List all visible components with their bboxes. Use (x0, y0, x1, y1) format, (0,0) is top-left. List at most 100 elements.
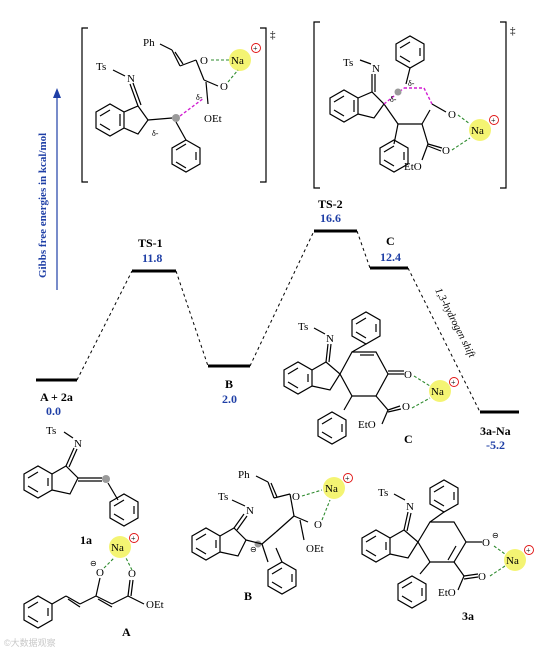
a-compound-label: A (122, 625, 131, 639)
ts2-eto-label: EtO (404, 161, 422, 173)
level-name-ts2: TS-2 (318, 197, 343, 211)
1a-compound-label: 1a (80, 533, 92, 547)
ts2-structure: ‡ N Ts δ- δ- O O EtO Na + (313, 21, 516, 189)
a-na-label: Na (111, 542, 124, 554)
ts2-delta-minus-a: δ- (408, 79, 415, 88)
a-o-minus: ⊖ (90, 559, 97, 568)
level-value-c: 12.4 (380, 250, 401, 264)
ts2-five-ring (357, 91, 385, 119)
ts2-forming-bond-2 (404, 87, 433, 105)
connector-c-3ana (407, 267, 481, 413)
a-na-coord-2 (125, 557, 133, 571)
level-name-ts1: TS-1 (138, 236, 163, 250)
compound-3a-structure: N Ts O ⊖ O EtO Na + 3a (361, 479, 534, 623)
3a-phenyl-top (429, 479, 459, 513)
y-axis-label: Gibbs free energies in kcal/mol (37, 133, 49, 278)
3a-compound-label: 3a (462, 609, 474, 623)
ts1-forming-bond (179, 97, 205, 117)
level-value-b: 2.0 (222, 392, 237, 406)
ts2-na-coord-2 (451, 137, 471, 151)
connector-a2a-ts1 (76, 270, 133, 381)
ts1-dagger: ‡ (270, 29, 276, 41)
b-five-ring (219, 527, 247, 557)
connector-b-ts2 (249, 230, 315, 367)
ts1-oet-label: OEt (204, 113, 222, 125)
c-o-enolate: O (404, 369, 412, 381)
ts1-na-coord-2 (227, 69, 239, 83)
ts1-phenyl-ring (171, 139, 201, 173)
ts1-o-ketone: O (200, 55, 208, 67)
level-value-3ana: -5.2 (486, 438, 505, 452)
a-na-glow (109, 536, 131, 558)
step-label-hydrogen-shift: 1,3-hydrogen shift (432, 286, 477, 360)
ts2-delta-minus-b: δ- (390, 95, 397, 104)
ts1-bracket-left (81, 27, 88, 183)
b-na-plus: + (345, 474, 350, 483)
1a-ts-label: Ts (46, 425, 56, 437)
b-na-label: Na (325, 483, 338, 495)
ts1-five-ring (123, 105, 149, 135)
level-value-ts2: 16.6 (320, 211, 341, 225)
b-ph-label: Ph (238, 469, 250, 481)
ts1-ph-label: Ph (143, 37, 155, 49)
ts2-o-ester: O (442, 145, 450, 157)
level-value-ts1: 11.8 (142, 251, 162, 265)
a-na-plus: + (131, 534, 136, 543)
level-name-c: C (386, 234, 395, 248)
intermediate-b-structure: N Ts ⊖ Ph O O OEt Na + B (191, 469, 353, 603)
ts1-na-label: Na (231, 55, 244, 67)
c-phenyl-bottom (317, 411, 347, 445)
3a-o-ester: O (478, 571, 486, 583)
watermark-text: ©大数据观察 (4, 637, 56, 648)
c-five-ring (311, 361, 341, 391)
level-name-b: B (225, 377, 233, 391)
compound-a-structure: O ⊖ O OEt Na + A (23, 533, 164, 639)
b-compound-label: B (244, 589, 252, 603)
a-o-ester: O (128, 568, 136, 580)
b-oet-label: OEt (306, 543, 324, 555)
ts2-phenyl-bottom (379, 139, 409, 173)
a-phenyl-ring (23, 595, 53, 629)
compound-1a-structure: N Ts 1a (23, 425, 139, 547)
a-na-coord-1 (103, 557, 115, 569)
c-na-label: Na (431, 386, 444, 398)
level-name-a2a: A + 2a (40, 390, 73, 404)
3a-ts-label: Ts (378, 487, 388, 499)
3a-o-enolate: O (482, 537, 490, 549)
3a-cyclohexene-ring (417, 521, 467, 563)
ts2-na-plus: + (491, 116, 496, 125)
ts1-structure: ‡ N Ts δ- δ- Ph O O OEt Na (81, 27, 276, 183)
c-cyclohexene-ring (339, 351, 389, 397)
ts1-na-glow (229, 49, 251, 71)
c-ts-label: Ts (298, 321, 308, 333)
b-na-coord-2 (321, 499, 331, 521)
level-name-3ana: 3a-Na (480, 424, 511, 438)
connector-ts2-c (356, 230, 371, 269)
ts2-bracket-left (313, 21, 320, 189)
c-na-glow (429, 380, 451, 402)
ts2-n-label: N (372, 63, 380, 75)
b-na-glow (323, 477, 345, 499)
3a-o-minus: ⊖ (492, 531, 499, 540)
ts1-n-label: N (127, 73, 135, 85)
energy-levels: A + 2a 0.0 TS-1 11.8 B 2.0 TS-2 16.6 C 1… (36, 197, 519, 452)
3a-n-label: N (406, 501, 414, 513)
b-ts-label: Ts (218, 491, 228, 503)
ts2-na-coord-1 (457, 114, 471, 125)
ts1-delta-minus-c: δ- (152, 129, 159, 138)
c-na-coord-2 (411, 397, 431, 409)
ts2-dagger: ‡ (510, 25, 516, 37)
b-o-ester: O (314, 519, 322, 531)
3a-na-plus: + (526, 546, 531, 555)
intermediate-c-structure: N Ts O O EtO Na + C (283, 311, 459, 446)
ts1-na-plus: + (253, 44, 258, 53)
connector-ts1-b (175, 270, 209, 367)
b-n-label: N (246, 505, 254, 517)
y-axis: Gibbs free energies in kcal/mol (37, 88, 61, 290)
a-oet-label: OEt (146, 599, 164, 611)
c-compound-label: C (404, 432, 413, 446)
b-na-coord-1 (301, 489, 323, 497)
a-o-enolate: O (96, 567, 104, 579)
1a-n-label: N (74, 438, 82, 450)
